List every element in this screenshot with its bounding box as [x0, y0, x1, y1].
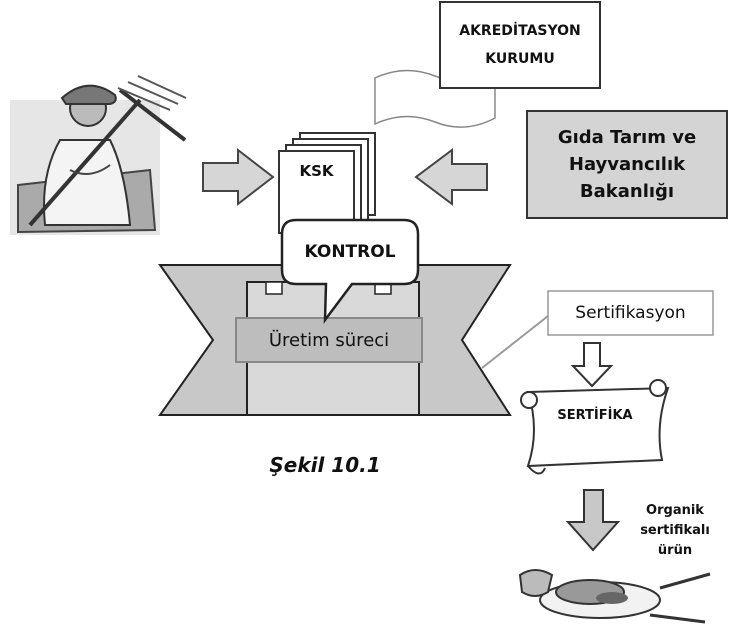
figure-caption: Şekil 10.1	[269, 453, 381, 477]
product-line1: Organik	[646, 503, 704, 518]
ksk-label: KSK	[299, 162, 334, 180]
certificate-label: SERTİFİKA	[557, 407, 633, 423]
down-arrow	[570, 342, 614, 388]
right-arrow	[202, 147, 275, 207]
organic-product-label: Organik sertifikalı ürün	[620, 488, 730, 574]
production-process-label: Üretim süreci	[268, 329, 390, 351]
certification-label: Sertifikasyon	[575, 303, 686, 323]
accreditation-label: AKREDİTASYON KURUMU	[440, 2, 600, 88]
ministry-line1: Gıda Tarım ve	[557, 127, 697, 148]
product-line2: sertifikalı	[640, 523, 710, 538]
connector-line	[481, 315, 549, 369]
product-line3: ürün	[657, 543, 693, 558]
ministry-line3: Bakanlığı	[579, 181, 675, 202]
farmer-illustration	[10, 75, 187, 235]
accreditation-line2: KURUMU	[485, 51, 555, 67]
ministry-label: Gıda Tarım ve Hayvancılık Bakanlığı	[527, 111, 727, 218]
certificate-scroll-icon	[520, 379, 670, 475]
left-arrow	[414, 148, 488, 206]
control-speech-bubble	[280, 218, 420, 324]
control-label: KONTROL	[304, 242, 396, 262]
food-plate-illustration	[518, 569, 711, 624]
accreditation-line1: AKREDİTASYON	[459, 23, 581, 39]
ministry-line2: Hayvancılık	[568, 154, 686, 175]
down-arrow-gray	[565, 489, 621, 552]
